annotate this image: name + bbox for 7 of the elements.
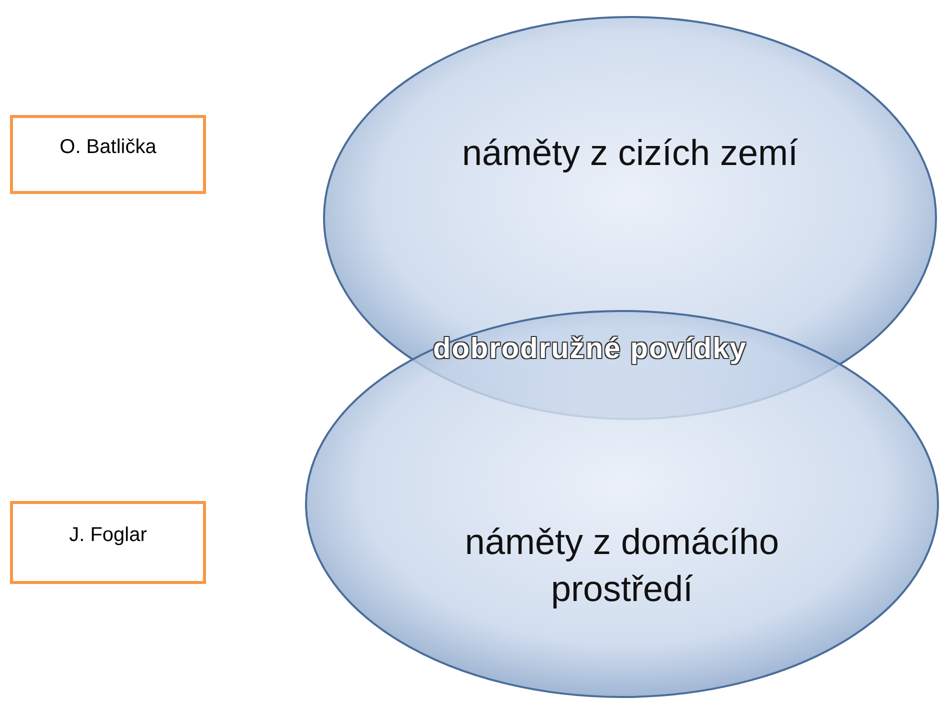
author-name: O. Batlička	[60, 136, 156, 159]
name-box	[10, 501, 206, 584]
oval-label: náměty z domácího prostředí	[464, 521, 780, 609]
name-box	[10, 115, 206, 194]
oval-label: náměty z cizích zemí	[462, 132, 798, 173]
overlap-label: dobrodružné povídky	[433, 333, 747, 366]
author-name: J. Foglar	[69, 524, 147, 547]
